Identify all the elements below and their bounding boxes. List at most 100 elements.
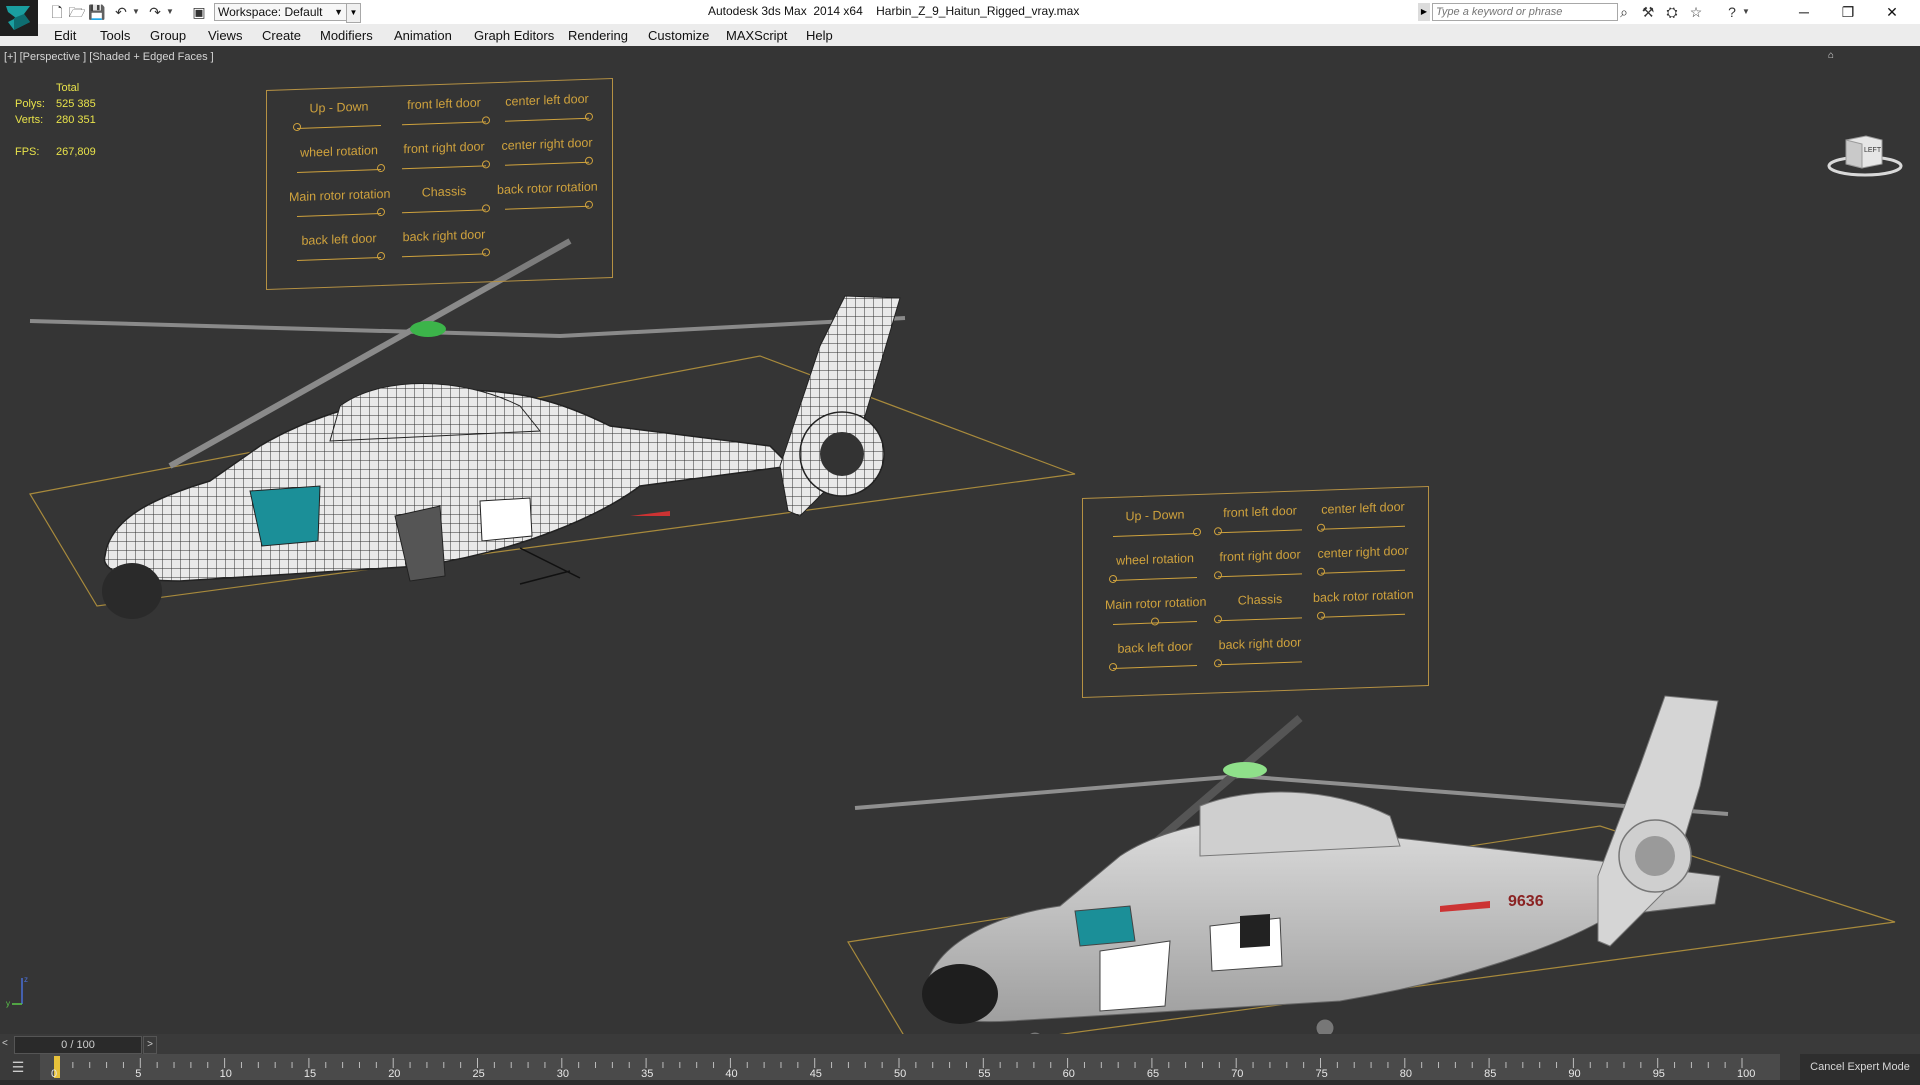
minimize-button[interactable]: ─ [1799, 4, 1809, 20]
next-frame-button[interactable]: > [143, 1036, 157, 1054]
slider-knob[interactable] [377, 207, 385, 217]
subscription-icon[interactable]: ⚒ [1641, 4, 1655, 20]
menu-views[interactable]: Views [208, 28, 243, 43]
slider-knob[interactable] [482, 204, 490, 213]
undo-dropdown-icon[interactable]: ▼ [132, 7, 140, 16]
save-file-icon[interactable]: 💾 [88, 4, 106, 20]
slider-back-left-door[interactable]: back left door [289, 231, 389, 261]
slider-main-rotor-rotation[interactable]: Main rotor rotation [289, 187, 390, 217]
previous-frame-button[interactable]: < [2, 1038, 8, 1049]
slider-knob[interactable] [1214, 571, 1222, 580]
slider-center-right-door[interactable]: center right door [1313, 544, 1413, 576]
slider-knob[interactable] [1193, 527, 1201, 537]
slider-knob[interactable] [1317, 611, 1325, 620]
timeline-tick-label: 20 [388, 1068, 401, 1080]
stats-polys-label: Polys: [15, 98, 45, 110]
slider-main-rotor-rotation[interactable]: Main rotor rotation [1105, 595, 1206, 626]
slider-center-left-door[interactable]: center left door [1313, 499, 1413, 532]
undo-icon[interactable]: ↶ [115, 4, 127, 20]
menu-create[interactable]: Create [262, 28, 302, 43]
communication-icon[interactable]: ⛭ [1666, 4, 1678, 20]
slider-back-rotor-rotation[interactable]: back rotor rotation [1313, 587, 1414, 620]
search-expand-icon[interactable]: ▶ [1418, 3, 1430, 21]
timeline-tick-label: 5 [135, 1068, 142, 1080]
perspective-viewport[interactable]: [+] [Perspective ] [Shaded + Edged Faces… [0, 46, 1920, 1034]
slider-knob[interactable] [482, 116, 490, 125]
slider-label: Up - Down [309, 99, 369, 116]
slider-front-left-door[interactable]: front left door [1210, 503, 1310, 536]
slider-knob[interactable] [377, 163, 385, 173]
slider-label: Main rotor rotation [289, 186, 391, 205]
slider-knob[interactable] [1214, 659, 1222, 668]
timeline-tick-label: 60 [1062, 1068, 1075, 1080]
restore-button[interactable]: ❐ [1841, 4, 1855, 20]
slider-back-right-door[interactable]: back right door [394, 227, 494, 258]
slider-knob[interactable] [1317, 567, 1325, 576]
favorites-star-icon[interactable]: ☆ [1689, 4, 1703, 20]
slider-front-right-door[interactable]: front right door [1210, 547, 1310, 580]
slider-back-left-door[interactable]: back left door [1105, 639, 1205, 672]
slider-center-left-door[interactable]: center left door [497, 91, 597, 122]
slider-wheel-rotation[interactable]: wheel rotation [289, 143, 389, 173]
stats-fps-value: 267,809 [56, 146, 96, 158]
slider-wheel-rotation[interactable]: wheel rotation [1105, 551, 1205, 584]
menu-edit[interactable]: Edit [54, 28, 77, 43]
redo-dropdown-icon[interactable]: ▼ [166, 7, 174, 16]
close-button[interactable]: ✕ [1886, 4, 1898, 20]
slider-knob[interactable] [482, 160, 490, 169]
menu-graph-editors[interactable]: Graph Editors [474, 28, 555, 43]
slider-knob[interactable] [1317, 523, 1325, 532]
cancel-expert-mode-button[interactable]: Cancel Expert Mode [1800, 1054, 1920, 1080]
frame-counter: 0 / 100 [61, 1039, 95, 1051]
slider-knob[interactable] [1214, 527, 1222, 536]
slider-chassis[interactable]: Chassis [1210, 591, 1310, 624]
slider-knob[interactable] [482, 248, 490, 257]
home-icon[interactable]: ⌂ [1828, 50, 1835, 61]
track-bar[interactable] [40, 1054, 1780, 1080]
project-folder-icon[interactable]: ▣ [192, 4, 206, 20]
slider-up-down[interactable]: Up - Down [289, 99, 389, 132]
menu-maxscript[interactable]: MAXScript [726, 28, 788, 43]
binoculars-icon[interactable]: ⌕ [1620, 4, 1628, 20]
slider-knob[interactable] [1109, 574, 1117, 584]
mini-curve-editor-icon[interactable]: ☰ [11, 1059, 25, 1075]
slider-back-rotor-rotation[interactable]: back rotor rotation [497, 179, 598, 210]
open-file-icon[interactable]: 🗁 [68, 4, 86, 20]
new-file-icon[interactable]: 🗋 [51, 4, 63, 20]
slider-knob[interactable] [377, 251, 385, 261]
search-input[interactable] [1432, 3, 1618, 21]
slider-center-right-door[interactable]: center right door [497, 135, 597, 166]
app-menu-button[interactable] [0, 0, 38, 36]
workspace-dropdown[interactable]: Workspace: Default ▼ [214, 3, 347, 21]
menu-tools[interactable]: Tools [100, 28, 131, 43]
slider-knob[interactable] [585, 200, 593, 209]
slider-knob[interactable] [293, 122, 301, 132]
slider-knob[interactable] [1151, 617, 1159, 626]
redo-icon[interactable]: ↷ [149, 4, 161, 20]
menu-rendering[interactable]: Rendering [568, 28, 628, 43]
timeline-tick-label: 75 [1315, 1068, 1328, 1080]
menu-group[interactable]: Group [150, 28, 187, 43]
timeline-tick-label: 100 [1737, 1068, 1756, 1080]
menu-modifiers[interactable]: Modifiers [320, 28, 373, 43]
slider-knob[interactable] [585, 156, 593, 165]
slider-label: back left door [301, 231, 377, 248]
menu-customize[interactable]: Customize [648, 28, 710, 43]
menu-help[interactable]: Help [806, 28, 833, 43]
slider-front-left-door[interactable]: front left door [394, 95, 494, 126]
time-slider[interactable]: 0 / 100 [14, 1036, 142, 1054]
menu-animation[interactable]: Animation [394, 28, 452, 43]
help-icon[interactable]: ? [1728, 4, 1736, 20]
current-frame-marker[interactable] [54, 1056, 60, 1078]
slider-knob[interactable] [585, 112, 593, 121]
slider-up-down[interactable]: Up - Down [1105, 507, 1205, 537]
slider-knob[interactable] [1214, 615, 1222, 624]
quick-access-dropdown[interactable]: ▼ [346, 3, 361, 23]
help-dropdown-icon[interactable]: ▼ [1742, 7, 1750, 16]
viewcube[interactable]: LEFT [1820, 126, 1910, 186]
slider-chassis[interactable]: Chassis [394, 183, 494, 214]
slider-knob[interactable] [1109, 662, 1117, 672]
viewport-label[interactable]: [+] [Perspective ] [Shaded + Edged Faces… [4, 51, 214, 63]
slider-back-right-door[interactable]: back right door [1210, 635, 1310, 668]
slider-front-right-door[interactable]: front right door [394, 139, 494, 170]
